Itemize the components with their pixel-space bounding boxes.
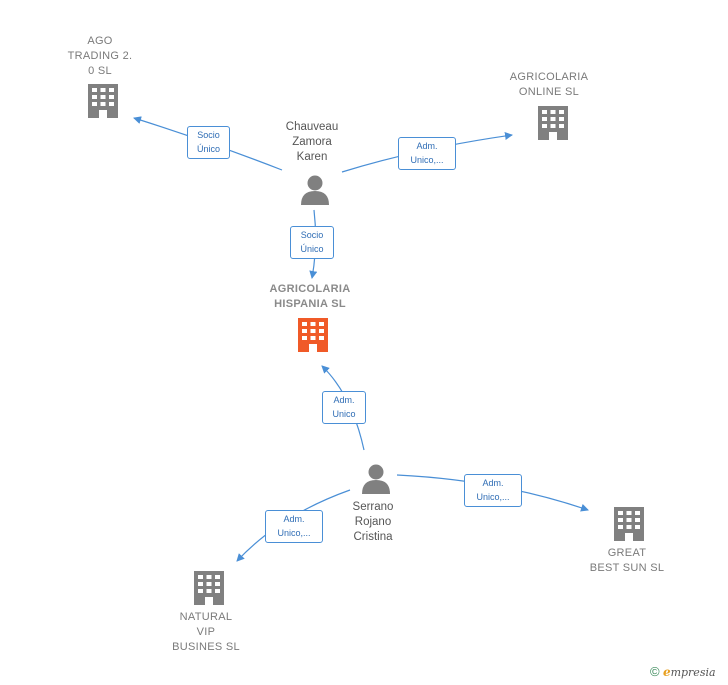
company-label-ago-trading[interactable]: AGO TRADING 2. 0 SL [67, 35, 133, 77]
company-label-natural-vip[interactable]: NATURAL VIP BUSINES SL [172, 611, 240, 653]
company-label-great-best-sun[interactable]: GREAT BEST SUN SL [589, 547, 665, 574]
edge-label-chauveau-hispania[interactable]: Socio Único [290, 226, 334, 259]
building-icon-natural-vip[interactable] [194, 571, 224, 605]
person-icon-serrano[interactable] [362, 464, 390, 495]
person-label-serrano[interactable]: Serrano Rojano Cristina [352, 501, 394, 543]
brand-initial: e [662, 665, 671, 679]
person-icon-chauveau[interactable] [301, 175, 329, 206]
edge-label-serrano-great[interactable]: Adm. Unico,... [464, 474, 522, 507]
brand-name: mpresia [670, 666, 716, 679]
edge-label-serrano-natural[interactable]: Adm. Unico,... [265, 510, 323, 543]
edge-label-serrano-hispania[interactable]: Adm. Unico [322, 391, 366, 424]
person-label-chauveau[interactable]: Chauveau Zamora Karen [285, 121, 339, 163]
company-label-agricolaria-hispania[interactable]: AGRICOLARIA HISPANIA SL [269, 283, 351, 310]
copyright-symbol: © [650, 664, 660, 679]
building-icon-ago-trading[interactable] [88, 84, 118, 118]
building-icon-agricolaria-online[interactable] [538, 106, 568, 140]
building-icon-great-best-sun[interactable] [614, 507, 644, 541]
building-icon-agricolaria-hispania[interactable] [298, 318, 328, 352]
edge-label-chauveau-online[interactable]: Adm. Unico,... [398, 137, 456, 170]
company-label-agricolaria-online[interactable]: AGRICOLARIA ONLINE SL [509, 71, 589, 98]
edge-label-chauveau-ago[interactable]: Socio Único [187, 126, 230, 159]
empresia-watermark: © empresia [650, 664, 716, 679]
